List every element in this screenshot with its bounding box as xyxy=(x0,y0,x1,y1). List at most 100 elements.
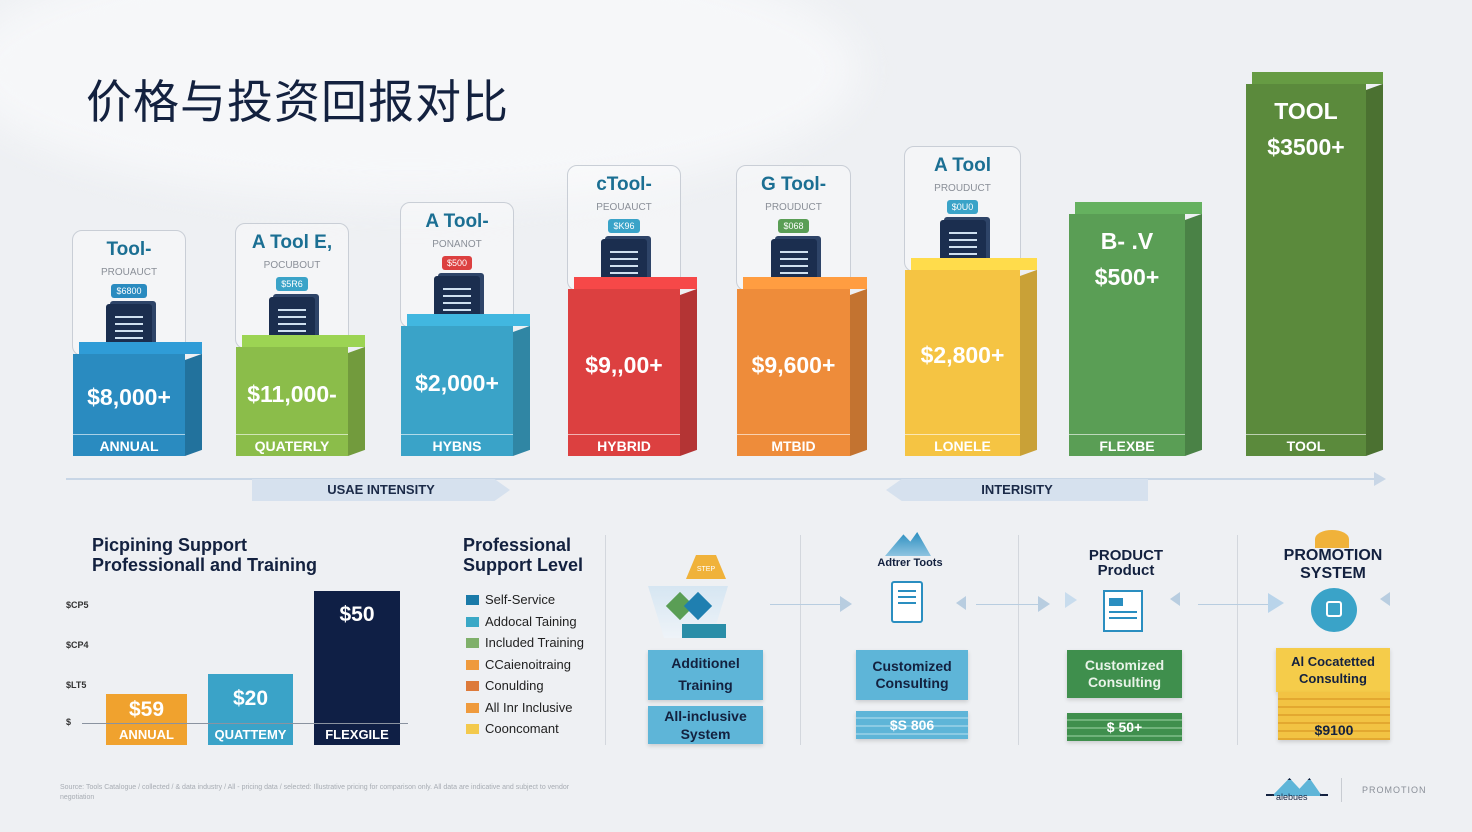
legend-item: Included Training xyxy=(466,635,584,650)
tool-card-subtitle: PONANOT xyxy=(432,239,482,250)
divider xyxy=(1018,535,1019,745)
tool-card-subtitle: POCUBOUT xyxy=(263,260,321,271)
arrow-right-icon xyxy=(840,596,852,612)
tool-card-title: A Tool xyxy=(934,155,991,176)
product-document-icon xyxy=(1103,590,1143,632)
flow-arrow xyxy=(976,604,1038,605)
y-tick-label: $ xyxy=(66,717,72,727)
legend-label: Conulding xyxy=(485,678,544,693)
bar-annual: $8,000+ANNUAL xyxy=(73,342,202,456)
bar-category-label: FLEXBE xyxy=(1069,434,1185,456)
legend-swatch xyxy=(466,724,479,734)
bar-category-label: ANNUAL xyxy=(106,723,187,745)
tool-card-subtitle: PROUDUCT xyxy=(765,202,822,213)
platform-icon xyxy=(682,624,726,638)
y-tick-label: $LT5 xyxy=(66,680,87,690)
divider xyxy=(605,535,606,745)
mountain-logo-icon xyxy=(1266,770,1328,796)
arrow-left-icon xyxy=(1380,592,1390,606)
bar-value-label: $20 xyxy=(232,686,269,710)
bar-title: B- .V xyxy=(1100,228,1154,254)
flow-arrow xyxy=(1198,604,1268,605)
arrow-left-icon xyxy=(1170,592,1180,606)
price-gold-box: $9100 xyxy=(1278,692,1390,740)
bar-category-label: MTBID xyxy=(737,434,850,456)
bar-category-label: LONELE xyxy=(905,434,1020,456)
tool-card-badge: $068 xyxy=(778,219,809,233)
step-badge: STEP xyxy=(686,555,726,579)
legend-swatch xyxy=(466,595,479,605)
promotion-circle-icon xyxy=(1311,588,1357,632)
tool-card-badge: $500 xyxy=(441,256,473,270)
arrow-right-icon xyxy=(1268,593,1284,613)
legend-label: All Inr Inclusive xyxy=(485,699,573,715)
bar-flexbe: B- .V $500+ FLEXBE xyxy=(1069,202,1202,456)
tool-card-badge: $6800 xyxy=(111,284,147,298)
support-chart-baseline xyxy=(82,723,408,724)
bar-value-label: $50 xyxy=(339,603,375,626)
product-title: PRODUCT Product xyxy=(1088,547,1164,579)
step-badge-label: STEP xyxy=(696,566,716,573)
baseline xyxy=(66,478,1376,480)
legend-label: Addocal Taining xyxy=(485,613,577,629)
legend-label: Cooncomant xyxy=(485,721,559,736)
tool-card-badge: $0U0 xyxy=(946,200,979,214)
promotion-system-title: PROMOTION SYSTEM xyxy=(1283,547,1383,582)
tool-card-title: Tool- xyxy=(106,239,152,260)
tool-card-title: G Tool- xyxy=(760,174,827,195)
legend-title: Professional Support Level xyxy=(463,535,584,575)
tool-card-badge: $K96 xyxy=(608,219,640,233)
legend-label: CCaienoitraing xyxy=(485,656,571,672)
legend-swatch xyxy=(466,681,479,691)
legend-swatch xyxy=(466,638,479,648)
additional-training-box: Additionel Training xyxy=(648,650,763,700)
tool-card-badge: $5R6 xyxy=(276,277,308,291)
all-inclusive-box: All-inclusive System xyxy=(648,706,763,744)
price-box: $S 806 xyxy=(856,711,968,739)
bar-value-label: $500+ xyxy=(1094,264,1160,290)
bar-category-label: QUATERLY xyxy=(236,434,348,456)
footer-divider xyxy=(1341,778,1342,802)
tool-card-title: A Tool- xyxy=(425,211,489,232)
legend-item: Addocal Taining xyxy=(466,614,577,629)
legend-item: CCaienoitraing xyxy=(466,657,571,672)
tool-card-subtitle: PEOUAUCT xyxy=(596,202,652,213)
bar-category-label: FLEXGILE xyxy=(314,723,400,745)
brand-text: PROMOTION xyxy=(1362,785,1427,795)
footer-source-line: negotiation xyxy=(60,794,95,801)
tool-card-subtitle: PROUAUCT xyxy=(100,267,158,278)
tool-card-subtitle: PROUDUCT xyxy=(934,183,991,194)
bar-title: TOOL xyxy=(1274,98,1338,124)
bar-value-label: $9,600+ xyxy=(751,351,836,378)
axis-band-usage-intensity: USAE INTENSITY xyxy=(252,479,510,501)
bar-mtbid: $9,600+ MTBID xyxy=(737,277,867,456)
legend-item: All Inr Inclusive xyxy=(466,700,572,715)
tool-card-title: cTool- xyxy=(596,174,652,195)
bar-hybns: $2,000+HYBNS xyxy=(401,314,530,456)
customized-consulting-green-box: Customized Consulting xyxy=(1067,650,1182,698)
y-tick-label: $CP5 xyxy=(66,600,89,610)
footer-source: Source: Tools Catalogue / collected / & … xyxy=(60,783,820,803)
bar-value-label: $9,,00+ xyxy=(585,351,663,378)
bar-quaterly: $11,000-QUATERLY xyxy=(236,335,365,456)
arrow-left-icon xyxy=(956,596,966,610)
mountain-badge-icon xyxy=(885,532,931,556)
axis-arrow-icon xyxy=(1374,472,1386,486)
bar-category-label: HYBNS xyxy=(401,434,513,456)
arrow-right-icon xyxy=(1065,592,1077,608)
bar-value-label: $59 xyxy=(128,698,165,721)
legend-item: Cooncomant xyxy=(466,721,559,736)
bar-category-label: ANNUAL xyxy=(73,434,185,456)
advanced-tools-title: Adtrer Toots xyxy=(877,557,943,569)
divider xyxy=(1237,535,1238,745)
legend-item: Conulding xyxy=(466,678,544,693)
legend-swatch xyxy=(466,659,479,670)
axis-band-intensity: INTERISITY xyxy=(886,479,1148,501)
bar-value-label: $2,800+ xyxy=(920,342,1005,368)
customized-consulting-box: Customized Consulting xyxy=(856,650,968,700)
bar-hybrid: $9,,00+HYBRID xyxy=(568,277,697,456)
divider xyxy=(800,535,801,745)
legend-label: Self-Service xyxy=(485,592,556,607)
